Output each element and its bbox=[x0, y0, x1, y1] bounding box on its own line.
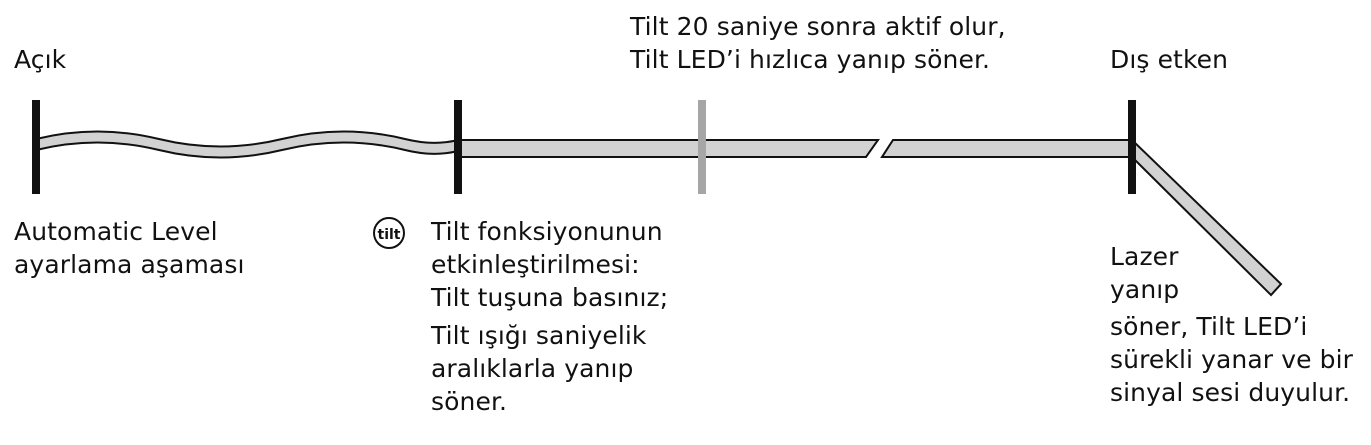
tilt-band-segment-1 bbox=[457, 139, 880, 158]
label-on: Açık bbox=[14, 45, 67, 74]
tilt-icon-text: tilt bbox=[378, 227, 401, 243]
marker-on bbox=[32, 100, 40, 194]
marker-tilt-activation bbox=[454, 100, 462, 194]
label-external: Dış etken bbox=[1110, 45, 1229, 74]
tilt-band-segment-2 bbox=[880, 139, 1133, 158]
label-tilt-activation: Tilt fonksiyonunun etkinleştirilmesi: Ti… bbox=[431, 217, 669, 416]
wavy-leveling-band bbox=[35, 130, 459, 159]
label-auto-level: Automatic Level ayarlama aşaması bbox=[14, 217, 245, 279]
tilt-button-icon: tilt bbox=[373, 217, 405, 249]
marker-external bbox=[1128, 100, 1136, 194]
label-laser: Lazer yanıp söner, Tilt LED’i sürekli ya… bbox=[1110, 242, 1354, 407]
label-tilt-active: Tilt 20 saniye sonra aktif olur, Tilt LE… bbox=[630, 12, 1006, 74]
marker-20s bbox=[698, 100, 706, 194]
